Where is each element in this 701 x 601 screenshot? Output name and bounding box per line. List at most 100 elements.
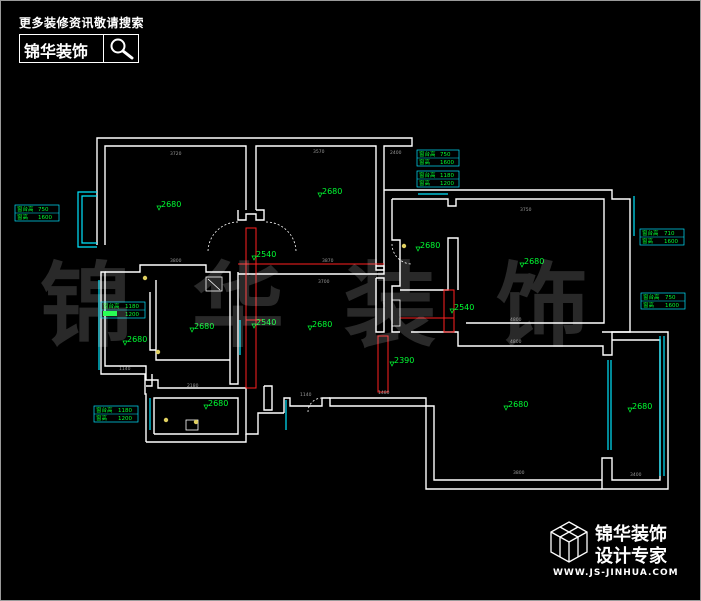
marker-2 (401, 243, 407, 249)
tag-label: 窗台高 (642, 229, 659, 237)
marker-4 (163, 417, 169, 423)
outer-wall-top-left (96, 137, 413, 245)
promo-text: 更多装修资讯敬请搜索 (19, 16, 145, 30)
dim-text: 2400 (390, 150, 402, 156)
windows (77, 191, 665, 476)
wall-bottom-left (100, 271, 284, 442)
height-marker: 2680 (203, 399, 228, 410)
dim-text: 3870 (322, 258, 334, 264)
tag-label: 窗台高 (419, 171, 436, 179)
marker-3 (193, 419, 199, 425)
height-text: 2680 (194, 322, 214, 331)
window-tag: 窗台高 1180 窗高 1200 (416, 170, 460, 188)
window-tag: 窗台高 750 窗高 1600 (14, 204, 60, 222)
fixture-diagonal (207, 278, 221, 291)
window-tag: 窗台高 750 窗高 1600 (640, 292, 686, 310)
tag-label: 窗高 (642, 237, 654, 245)
inner-wall-top-left (104, 145, 247, 245)
brand-name: 锦华装饰 (24, 42, 89, 61)
tag-value: 1200 (125, 312, 139, 318)
tag-value: 750 (38, 207, 49, 213)
tag-label: 窗台高 (103, 302, 120, 310)
fixture-pipe (391, 299, 401, 327)
height-marker: 2390 (389, 356, 414, 367)
wall-right-block-inner (392, 198, 605, 324)
dim-text: 4800 (510, 339, 522, 345)
tag-value: 1600 (665, 303, 679, 309)
window-tag: 窗台高 1180 窗高 1200 (93, 405, 139, 423)
dim-text: 1480 (378, 390, 390, 396)
height-marker: 2680 (189, 322, 214, 333)
wall-mid-corridor (105, 264, 239, 385)
search-icon (110, 38, 134, 60)
tag-label: 窗高 (643, 301, 655, 309)
tag-value: 1600 (38, 215, 52, 221)
fixtures (185, 276, 401, 431)
door-arc-4 (391, 243, 413, 265)
search-button[interactable] (103, 35, 139, 62)
footer-tagline: 设计专家 (595, 546, 667, 567)
dim-text: 1140 (300, 392, 312, 398)
height-marker: 2680 (415, 241, 440, 252)
height-text: 2680 (127, 335, 147, 344)
brand-search-box[interactable]: 锦华装饰 (19, 34, 139, 63)
wall-small-room-1 (391, 199, 401, 333)
wall-center-lower (263, 385, 273, 411)
wall-right-block-top (384, 189, 631, 356)
tag-value: 750 (440, 152, 451, 158)
walls (96, 137, 669, 490)
wall-living-outer (329, 397, 602, 490)
door-arc-3 (307, 397, 323, 413)
height-marker: 2540 (449, 303, 474, 314)
tag-value: 1600 (440, 160, 454, 166)
height-marker: 2680 (627, 402, 652, 413)
beam-2 (377, 335, 389, 393)
height-marker: 2540 (251, 318, 276, 329)
jinhua-logo-icon (550, 521, 588, 563)
ceiling-heights: 2680 2680 2680 2680 2680 2680 2680 2680 … (122, 187, 652, 413)
window-west-bay-inner (81, 195, 97, 244)
height-text: 2680 (322, 187, 342, 196)
wall-bath-a (237, 209, 265, 221)
dim-text: 4800 (510, 317, 522, 323)
tag-label: 窗台高 (17, 205, 34, 213)
window-tag: 窗台高 710 窗高 1600 (639, 228, 685, 246)
tag-label: 窗高 (96, 414, 108, 422)
height-text: 2390 (394, 356, 414, 365)
tag-label: 窗台高 (96, 406, 113, 414)
tag-label: 窗高 (419, 158, 431, 166)
height-text: 2680 (420, 241, 440, 250)
door-arc-1 (207, 221, 239, 253)
window-west-bay (77, 191, 97, 248)
tag-value: 710 (664, 231, 675, 237)
height-text: 2680 (312, 320, 332, 329)
tag-value: 1600 (664, 239, 678, 245)
marker-5 (155, 349, 161, 355)
dim-text: 3700 (318, 279, 330, 285)
wall-door-stub-1 (146, 374, 153, 387)
wall-service (375, 277, 385, 333)
tag-label: 窗台高 (419, 150, 436, 158)
dim-text: 3750 (520, 207, 532, 213)
height-marker: 2680 (519, 257, 544, 268)
dim-text: 3570 (313, 149, 325, 155)
height-marker: 2680 (317, 187, 342, 198)
height-text: 2680 (632, 402, 652, 411)
height-text: 2680 (524, 257, 544, 266)
dim-text: 3720 (170, 151, 182, 157)
footer-url[interactable]: WWW.JS-JINHUA.COM (553, 568, 679, 578)
height-marker: 2680 (307, 320, 332, 331)
height-marker: 2680 (156, 200, 181, 211)
dim-text: 3400 (630, 472, 642, 478)
tag-value: 1180 (125, 304, 139, 310)
wall-bottom-left-inner (153, 397, 239, 435)
dim-text: 3800 (170, 258, 182, 264)
fixture-markers (142, 243, 407, 425)
window-tags: 窗台高 750 窗高 1600 窗台高 750 窗高 1600 窗台高 1180… (14, 149, 686, 423)
footer-brand: 锦华装饰 (595, 524, 667, 545)
height-text: 2540 (454, 303, 474, 312)
dimension-notes: 3720 3570 3750 3870 3700 4800 4800 1140 … (119, 149, 642, 478)
height-text: 2540 (256, 318, 276, 327)
height-marker: 2680 (503, 400, 528, 411)
